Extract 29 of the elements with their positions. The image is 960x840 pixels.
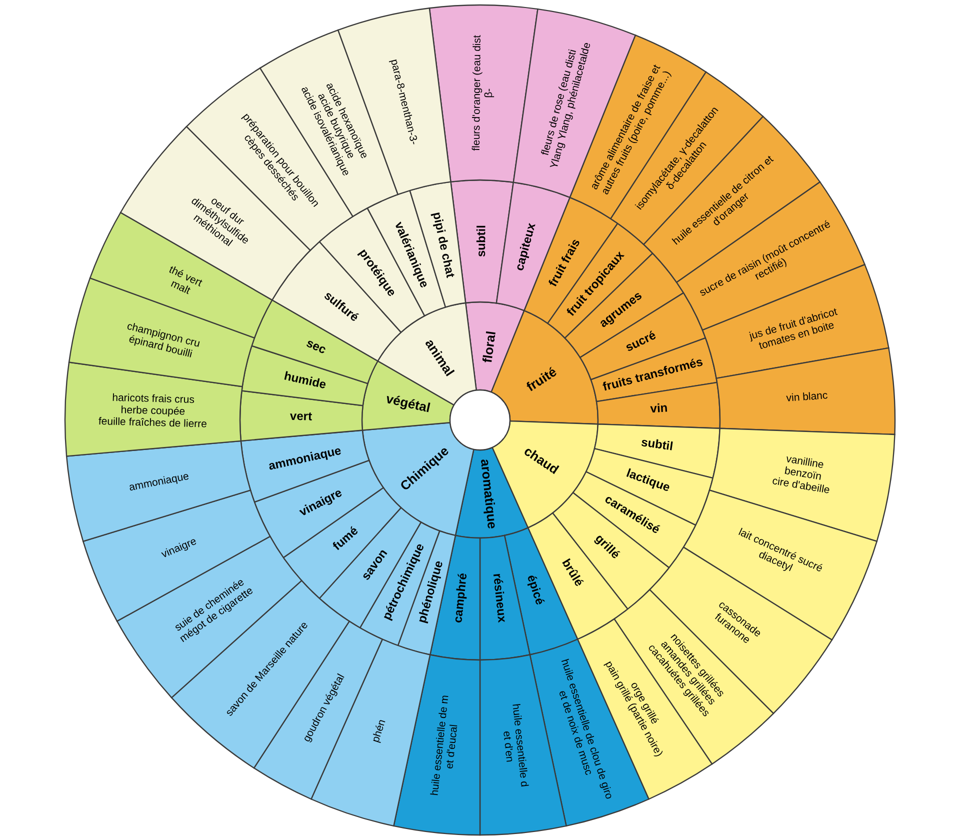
subcategory-label: subtil <box>474 224 489 258</box>
subcategory-label: résineux <box>489 572 508 624</box>
subcategory-label: subtil <box>640 436 674 454</box>
category-label: aromatique <box>476 458 499 530</box>
subcategory-label: épicé <box>524 574 547 607</box>
aroma-label: phén <box>369 718 388 744</box>
subcategory-label: fruit frais <box>546 236 584 289</box>
subcategory-label: humide <box>282 370 328 393</box>
wheel-sector <box>552 492 670 610</box>
aroma-label: fleurs d'oranger (eau dist <box>470 34 484 150</box>
subcategory-label: vin <box>650 402 668 416</box>
aroma-label: haricots frais crus <box>112 392 194 406</box>
category-label: végétal <box>384 392 432 416</box>
subcategory-label: camphré <box>452 572 471 624</box>
aroma-label: β- <box>482 88 495 98</box>
wheel-sector <box>362 422 474 536</box>
subcategory-label: pipi de chat <box>429 210 456 279</box>
wheel-sector <box>171 580 350 769</box>
wheel-sector <box>239 390 364 442</box>
aroma-label: feuille fraîches de lierre <box>98 416 207 431</box>
subcategory-label: sec <box>304 336 328 358</box>
subcategory-label: vert <box>290 410 312 424</box>
aroma-label: herbe coupée <box>120 404 185 418</box>
wheel-sector <box>318 208 426 333</box>
aroma-label: vin blanc <box>786 390 828 405</box>
aroma-label: ammoniaque <box>128 470 190 494</box>
aroma-label: et d'en <box>500 730 516 762</box>
category-label: floral <box>480 330 500 364</box>
subcategory-label: capiteux <box>513 222 540 272</box>
